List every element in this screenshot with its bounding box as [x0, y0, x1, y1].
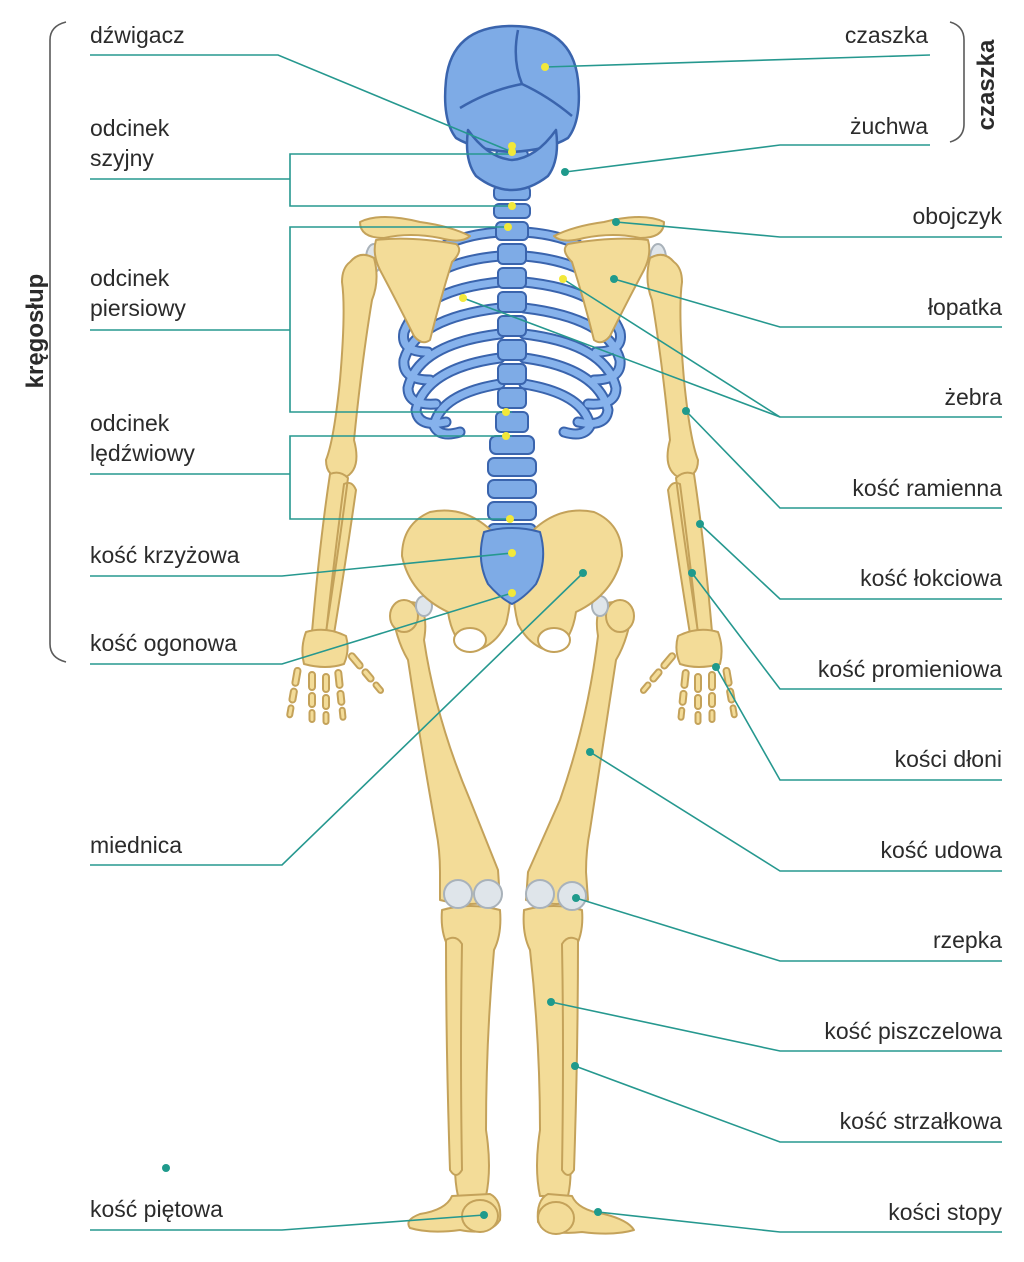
- arms: [285, 253, 739, 725]
- leader-hand: [715, 666, 1002, 781]
- label-patella: rzepka: [932, 927, 1002, 953]
- legs: [389, 599, 635, 1235]
- radius-ulna-right: [667, 471, 713, 635]
- clavicle-right: [553, 216, 665, 242]
- hand-right: [638, 628, 739, 725]
- leader-calcaneus: [90, 1214, 485, 1231]
- leader-ulna: [699, 523, 1002, 600]
- femur-right: [525, 601, 633, 905]
- dots-appendicular: [162, 168, 720, 1219]
- label-clavicle: obojczyk: [912, 203, 1002, 229]
- label-femur: kość udowa: [880, 837, 1002, 863]
- label-coccyx: kość ogonowa: [90, 630, 238, 656]
- label-pelvis: miednica: [90, 832, 183, 858]
- bracket-cervical: [289, 153, 512, 207]
- leader-clavicle: [615, 221, 1002, 238]
- bracket-lumbar: [289, 435, 512, 520]
- label-fibula: kość strzałkowa: [839, 1108, 1002, 1134]
- hand-left: [285, 628, 386, 725]
- leader-lines: [90, 54, 1002, 1233]
- leader-patella: [575, 897, 1002, 962]
- label-calcaneus: kość piętowa: [90, 1196, 223, 1222]
- label-skull: czaszka: [844, 22, 928, 48]
- leader-ribs-2: [462, 297, 781, 418]
- leader-femur: [589, 751, 1002, 872]
- dots-axial: [459, 63, 567, 597]
- leader-tibia: [550, 1001, 1002, 1052]
- fibula-left: [445, 936, 463, 1176]
- label-ulna: kość łokciowa: [860, 565, 1002, 591]
- label-mandible: żuchwa: [850, 113, 928, 139]
- leader-skull: [544, 54, 931, 68]
- leader-coccyx: [90, 592, 513, 665]
- label-ribs: żebra: [944, 384, 1002, 410]
- label-hand: kości dłoni: [894, 746, 1002, 772]
- humerus-right: [646, 253, 699, 479]
- label-atlas: dźwigacz: [90, 22, 185, 48]
- label-sacrum: kość krzyżowa: [90, 542, 240, 568]
- leader-mandible: [564, 144, 930, 173]
- label-tibia: kość piszczelowa: [824, 1018, 1002, 1044]
- skull: [443, 24, 581, 192]
- leader-scapula: [613, 278, 1002, 328]
- skull-bracket: [949, 21, 965, 143]
- bracket-thoracic: [289, 226, 512, 413]
- leader-pelvis: [90, 572, 584, 866]
- label-radius: kość promieniowa: [817, 656, 1002, 682]
- skeleton: [285, 24, 739, 1235]
- leader-fibula: [574, 1065, 1002, 1143]
- leader-humerus: [685, 410, 1002, 509]
- shoulder-girdle: [359, 216, 665, 344]
- calcaneus-right: [537, 1201, 575, 1235]
- label-humerus: kość ramienna: [852, 475, 1002, 501]
- patella-right: [557, 881, 587, 911]
- leader-sacrum: [90, 552, 513, 577]
- label-scapula: łopatka: [927, 294, 1002, 320]
- mandible: [465, 128, 559, 192]
- fibula-right: [561, 936, 579, 1176]
- leader-foot: [597, 1211, 1002, 1233]
- scapula-right: [563, 237, 651, 344]
- sacrum: [479, 527, 545, 605]
- spine-bracket: [49, 21, 67, 663]
- leader-radius: [691, 572, 1002, 690]
- leader-atlas: [90, 54, 513, 153]
- radius-ulna-left: [311, 471, 357, 635]
- spine-group-label: kręgosłup: [22, 273, 49, 389]
- scapula-left: [373, 237, 461, 344]
- clavicle-left: [359, 216, 471, 242]
- humerus-left: [325, 253, 378, 479]
- spine: [487, 149, 537, 543]
- label-foot: kości stopy: [888, 1199, 1002, 1225]
- skull-group-label: czaszka: [973, 39, 1000, 131]
